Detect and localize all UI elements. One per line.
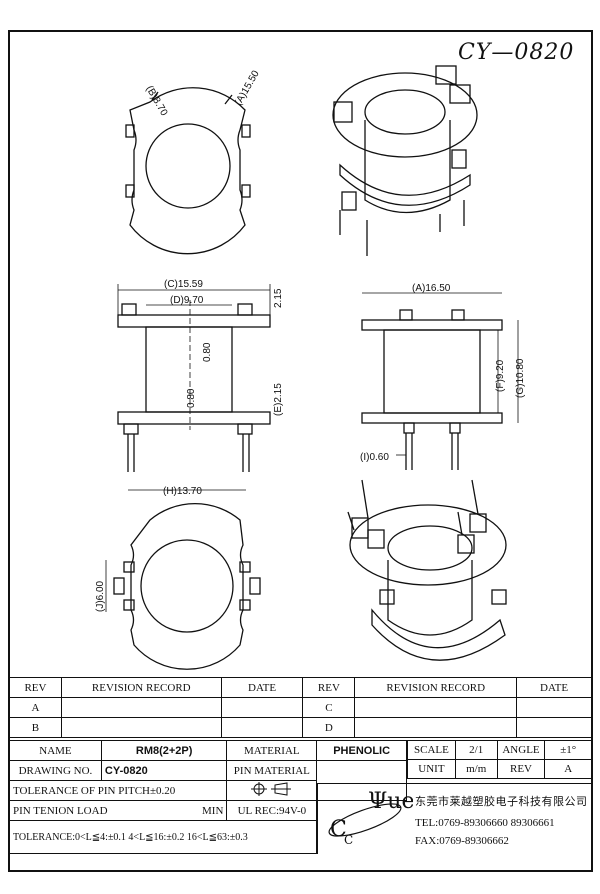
isometric-view-upper	[332, 65, 478, 256]
scale-table: SCALE 2/1 ANGLE ±1° UNIT m/m REV A	[407, 740, 592, 779]
date-cell	[516, 697, 592, 718]
bottom-view	[105, 489, 261, 670]
table-row: SCALE 2/1 ANGLE ±1°	[407, 740, 592, 760]
dim-h: (H)13.70	[163, 486, 202, 497]
rev-cell: D	[302, 717, 356, 738]
name-label: NAME	[9, 740, 102, 761]
dim-j: (J)6.00	[95, 580, 106, 612]
dim-g: (G)10.80	[515, 358, 526, 398]
logo-letter-c: C	[330, 817, 347, 842]
revision-table: REV REVISION RECORD DATE REV REVISION RE…	[9, 677, 592, 738]
company-fax: FAX:0769-89306662	[415, 835, 509, 847]
company-name: 东莞市莱越塑胶电子科技有限公司	[415, 795, 588, 808]
scale-block: SCALE 2/1 ANGLE ±1° UNIT m/m REV A	[407, 740, 592, 779]
dim-a-side: (A)16.50	[412, 283, 451, 294]
pin-pitch-tolerance: TOLERANCE OF PIN PITCH±0.20	[8, 780, 228, 801]
dim-i: (I)0.60	[360, 452, 389, 463]
drawing-no-label: DRAWING NO.	[9, 760, 102, 781]
table-row: NAME RM8(2+2P) MATERIAL PHENOLIC	[9, 740, 407, 761]
pin-material-value	[316, 760, 407, 781]
pin-load-unit: MIN	[202, 804, 224, 817]
dim-e: (E)2.15	[273, 383, 284, 416]
record-cell	[354, 697, 518, 718]
name-value: RM8(2+2P)	[100, 740, 228, 761]
scale-label: SCALE	[407, 740, 456, 760]
table-row: B D	[9, 717, 592, 738]
dim-t1: 2.15	[273, 288, 284, 308]
pin-material-symbol	[226, 780, 318, 801]
date-header: DATE	[516, 677, 592, 698]
rev-cell: B	[9, 717, 62, 738]
revision-record-header: REVISION RECORD	[60, 677, 222, 698]
company-logo: Ψue C C	[328, 789, 413, 847]
date-cell	[220, 717, 304, 738]
logo-letter-c-small: C	[344, 833, 353, 847]
table-row: PIN TENION LOAD MIN UL REC:94V-0	[8, 800, 407, 821]
material-value: PHENOLIC	[316, 740, 407, 761]
date-header: DATE	[220, 677, 304, 698]
rev-cell: C	[302, 697, 356, 718]
dim-w1: 0.80	[202, 342, 213, 362]
date-cell	[220, 697, 304, 718]
record-cell	[60, 697, 222, 718]
table-row: A C	[9, 697, 592, 718]
scale-value: 2/1	[454, 740, 498, 760]
revision-header-row: REV REVISION RECORD DATE REV REVISION RE…	[9, 677, 592, 698]
rev-header: REV	[9, 677, 62, 698]
unit-value: m/m	[454, 759, 498, 779]
isometric-view-lower	[347, 479, 507, 661]
drawing-number-title: CY—0820	[458, 40, 575, 65]
technical-drawing: (A)15.50 (B)8.70 (C)15.59 (D)9.70 2.15 0…	[95, 65, 526, 670]
front-view	[117, 284, 271, 472]
side-view	[361, 292, 519, 470]
date-cell	[516, 717, 592, 738]
company-tel: TEL:0769-89306660 89306661	[415, 817, 555, 829]
table-row: UNIT m/m REV A	[407, 759, 592, 779]
unit-label: UNIT	[407, 759, 456, 779]
table-row: DRAWING NO. CY-0820 PIN MATERIAL	[9, 760, 407, 781]
record-cell	[354, 717, 518, 738]
pin-load-text: PIN TENION LOAD	[13, 804, 108, 817]
logo-mark: Ψue	[368, 789, 413, 814]
angle-value: ±1°	[544, 740, 592, 760]
material-label: MATERIAL	[226, 740, 318, 761]
title-block-table: NAME RM8(2+2P) MATERIAL PHENOLIC DRAWING…	[8, 740, 407, 854]
table-row: TOLERANCE:0<L≦4:±0.1 4<L≦16:±0.2 16<L≦63…	[8, 820, 407, 854]
top-view	[125, 87, 251, 255]
rev-label: REV	[496, 759, 546, 779]
dim-a-top: (A)15.50	[233, 68, 262, 107]
tolerance-symbol-icon	[250, 782, 291, 796]
rev-header: REV	[302, 677, 356, 698]
table-row: TOLERANCE OF PIN PITCH±0.20	[8, 780, 407, 801]
rev-value: A	[544, 759, 592, 779]
dim-c: (C)15.59	[164, 279, 203, 290]
dim-w2: 0.80	[186, 388, 197, 408]
drawing-sheet-border	[8, 30, 593, 872]
dim-d: (D)9.70	[170, 295, 204, 306]
rev-cell: A	[9, 697, 62, 718]
drawing-no-value: CY-0820	[100, 760, 228, 781]
record-cell	[60, 717, 222, 738]
revision-record-header: REVISION RECORD	[354, 677, 518, 698]
general-tolerance: TOLERANCE:0<L≦4:±0.1 4<L≦16:±0.2 16<L≦63…	[8, 820, 318, 854]
dim-b: (B)8.70	[143, 84, 169, 118]
company-block-border	[317, 783, 592, 854]
angle-label: ANGLE	[496, 740, 546, 760]
pin-material-label: PIN MATERIAL	[226, 760, 318, 781]
dim-f: (F)9.20	[495, 359, 506, 392]
ul-rating: UL REC:94V-0	[226, 800, 318, 821]
pin-load-label: PIN TENION LOAD MIN	[8, 800, 228, 821]
